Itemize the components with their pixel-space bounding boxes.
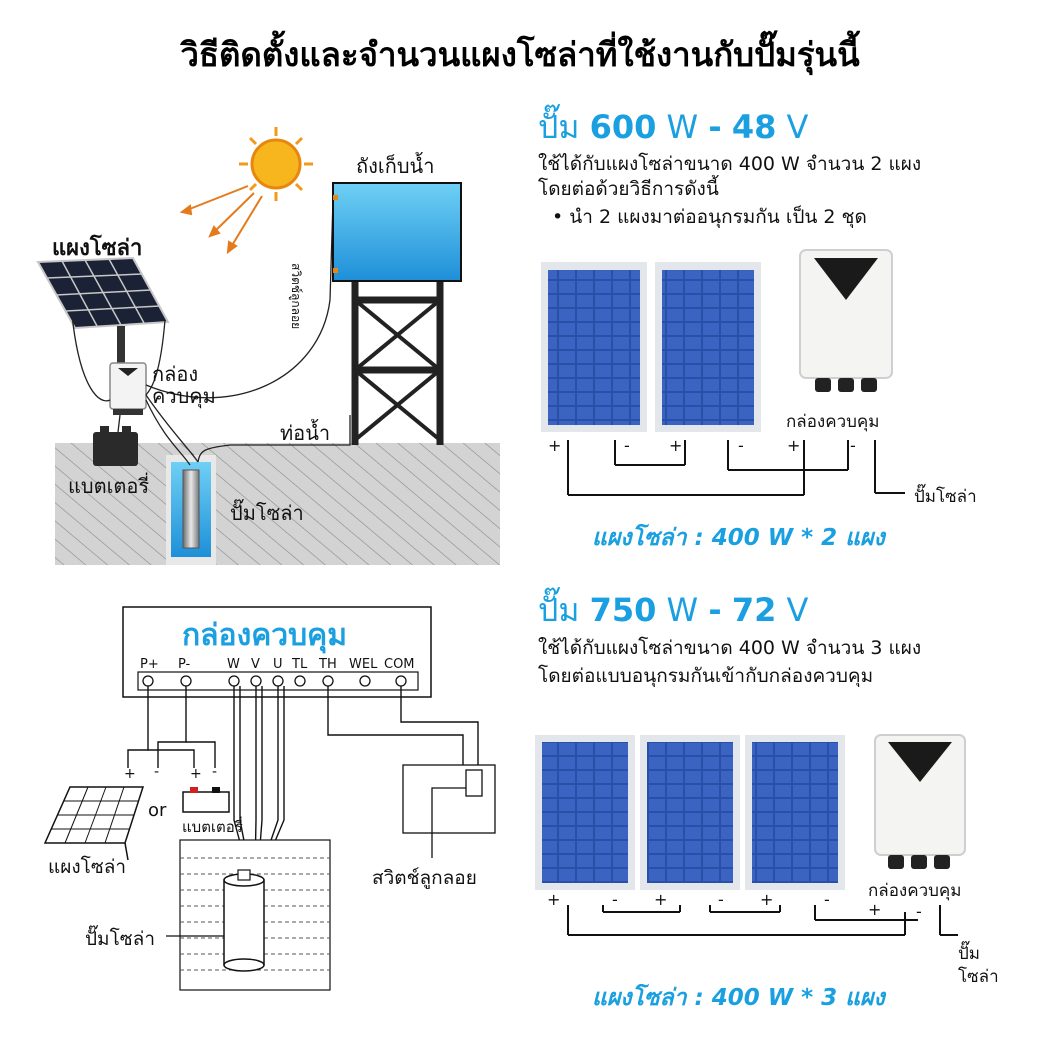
water-tank-icon: [332, 182, 462, 445]
float-switch-label: สวิตช์ลูกลอย: [289, 263, 303, 330]
control-box-icon: [874, 734, 966, 869]
solar-pump-icon: [223, 869, 265, 972]
sun-icon: [179, 127, 313, 255]
pump1-volt: 48: [731, 108, 777, 146]
terminal-label: TL: [292, 657, 308, 672]
solar-panel-icon: [36, 256, 170, 366]
plus-sign: +: [868, 900, 882, 919]
pump2-control-box-label: กล่องควบคุม: [868, 881, 962, 901]
terminal-label: U: [273, 657, 283, 672]
plus-sign: +: [787, 436, 801, 455]
wiring-750w: [535, 734, 966, 936]
pump2-line1: ใช้ได้กับแผงโซล่าขนาด 400 W จำนวน 3 แผง: [538, 637, 922, 659]
terminal-label: P+: [140, 657, 159, 672]
wiring-600w: [541, 249, 905, 496]
terminal-box-title: กล่องควบคุม: [182, 618, 348, 653]
pump-label: ปั๊มโซล่า: [230, 501, 304, 525]
terminal-label: TH: [319, 657, 337, 672]
pump2-watt-unit: W: [666, 591, 699, 629]
minus-sign: -: [718, 890, 724, 909]
pump1-dash: -: [708, 108, 722, 146]
pump1-volt-unit: V: [786, 108, 809, 146]
water-tank-label: ถังเก็บน้ำ: [356, 154, 435, 178]
page-title: วิธีติดตั้งและจำนวนแผงโซล่าที่ใช้งานกับป…: [180, 35, 860, 74]
minus-sign: -: [850, 436, 856, 455]
pump2-watt: 750: [589, 591, 657, 629]
wiring-solar-panel-label: แผงโซล่า: [48, 856, 127, 878]
pump1-watt: 600: [589, 108, 657, 146]
minus-sign: -: [738, 436, 744, 455]
pump2-volt: 72: [731, 591, 777, 629]
control-box-icon: [109, 362, 147, 415]
wiring-float-switch-label: สวิตช์ลูกลอย: [372, 867, 477, 889]
terminal-label: V: [251, 657, 260, 672]
plus-sign: +: [669, 436, 683, 455]
pump2-volt-unit: V: [786, 591, 809, 629]
control-box-icon: [799, 249, 893, 392]
wiring-pump-label: ปั๊มโซล่า: [85, 928, 155, 950]
terminal-label: WEL: [349, 657, 378, 672]
pump2-heading: ปั๊ม 750 W - 72 V: [538, 585, 808, 636]
or-label: or: [148, 800, 167, 821]
pump1-watt-unit: W: [666, 108, 699, 146]
minus-sign: -: [212, 764, 218, 780]
solar-panel-icon: [640, 735, 740, 890]
terminal-wiring-diagram: [43, 606, 496, 991]
solar-panel-icon: [535, 735, 635, 890]
solar-panel-label: แผงโซล่า: [52, 236, 143, 261]
pump1-heading: ปั๊ม 600 W - 48 V: [538, 102, 808, 153]
solar-panel-icon: [745, 735, 845, 890]
float-switch-icon: [402, 764, 496, 858]
pump1-pump-label: ปั๊มโซล่า: [914, 487, 977, 507]
scene-cables: [71, 199, 351, 466]
pipe-label: ท่อน้ำ: [280, 421, 331, 445]
plus-sign: +: [124, 766, 136, 782]
minus-sign: -: [824, 890, 830, 909]
pump2-pump-label-line2: โซล่า: [958, 967, 999, 987]
plus-sign: +: [760, 890, 774, 909]
minus-sign: -: [154, 764, 160, 780]
plus-sign: +: [654, 890, 668, 909]
pump2-pump-label-line1: ปั๊ม: [958, 944, 980, 964]
pump1-caption: แผงโซล่า : 400 W * 2 แผง: [592, 525, 885, 551]
pump1-line2: โดยต่อด้วยวิธีการดังนี้: [538, 178, 719, 200]
minus-sign: -: [612, 890, 618, 909]
plus-sign: +: [548, 436, 562, 455]
solar-panel-icon: [43, 786, 145, 861]
wiring-battery-label: แบตเตอรี่: [182, 818, 243, 836]
terminal-label: W: [227, 657, 240, 672]
plus-sign: +: [547, 890, 561, 909]
battery-icon: [93, 426, 138, 466]
terminal-label: P-: [178, 657, 191, 672]
pump2-dash: -: [708, 591, 722, 629]
minus-sign: -: [916, 902, 922, 921]
pump2-caption: แผงโซล่า : 400 W * 3 แผง: [592, 985, 885, 1011]
pump1-bullet: • นำ 2 แผงมาต่ออนุกรมกัน เป็น 2 ชุด: [552, 206, 867, 228]
battery-icon: [182, 787, 230, 813]
pump1-line1: ใช้ได้กับแผงโซล่าขนาด 400 W จำนวน 2 แผง: [538, 153, 922, 175]
terminal-label: COM: [384, 657, 415, 672]
plus-sign: +: [190, 766, 202, 782]
minus-sign: -: [624, 436, 630, 455]
pump2-line2: โดยต่อแบบอนุกรมกันเข้ากับกล่องควบคุม: [538, 665, 874, 687]
control-box-label-line2: ควบคุม: [152, 384, 216, 408]
solar-panel-icon: [541, 262, 647, 432]
battery-label: แบตเตอรี่: [68, 474, 150, 498]
installation-scene: [36, 127, 500, 565]
pump1-control-box-label: กล่องควบคุม: [786, 412, 880, 432]
pump2-word: ปั๊ม: [538, 591, 580, 629]
solar-panel-icon: [655, 262, 761, 432]
pump1-word: ปั๊ม: [538, 108, 580, 146]
solar-pump-icon: [182, 469, 200, 549]
control-box-label-line1: กล่อง: [152, 362, 199, 386]
terminal-screws: [142, 675, 407, 687]
